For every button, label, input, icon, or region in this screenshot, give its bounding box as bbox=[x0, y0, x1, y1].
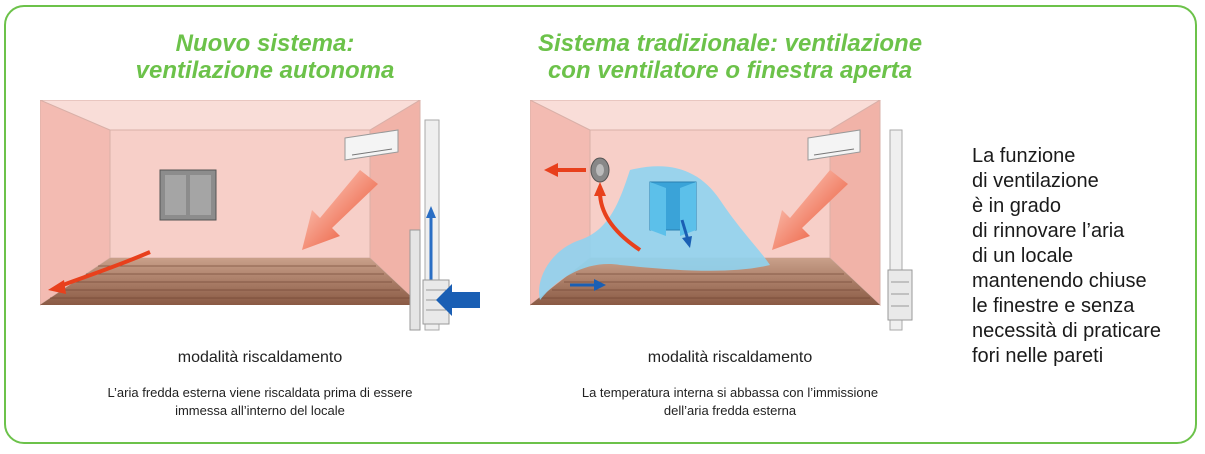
exhaust-arrow bbox=[59, 250, 151, 288]
cold-air-inlet-arrow bbox=[436, 284, 480, 316]
caption-line: La temperatura interna si abbassa con l’… bbox=[581, 385, 879, 400]
description-line: mantenendo chiuse bbox=[972, 270, 1147, 292]
window bbox=[159, 169, 217, 221]
caption-line: dell’aria fredda esterna bbox=[663, 403, 797, 418]
outdoor-duct bbox=[409, 229, 421, 331]
description-line: di ventilazione bbox=[972, 170, 1099, 192]
title-line: con ventilatore o finestra aperta bbox=[547, 57, 913, 84]
description-line: le finestre e senza bbox=[972, 295, 1135, 317]
description-line: di rinnovare l’aria bbox=[972, 220, 1125, 242]
right-caption: La temperatura interna si abbassa con l’… bbox=[520, 384, 940, 420]
description-line: di un locale bbox=[972, 245, 1074, 267]
warm-air-arrow bbox=[302, 170, 378, 250]
description-line: fori nelle pareti bbox=[972, 345, 1104, 367]
caption-line: immessa all’interno del locale bbox=[175, 403, 345, 418]
caption-line: L’aria fredda esterna viene riscaldata p… bbox=[107, 385, 413, 400]
exhaust-fan bbox=[590, 157, 610, 183]
traditional-system-title: Sistema tradizionale: ventilazione con v… bbox=[480, 30, 980, 84]
traditional-system-room-illustration bbox=[530, 100, 913, 331]
new-system-title: Nuovo sistema: ventilazione autonoma bbox=[60, 30, 470, 84]
cold-air-cloud bbox=[539, 166, 770, 300]
title-line: ventilazione autonoma bbox=[135, 57, 395, 84]
description-line: è in grado bbox=[972, 195, 1061, 217]
air-conditioner-unit bbox=[344, 129, 399, 161]
left-caption: L’aria fredda esterna viene riscaldata p… bbox=[50, 384, 470, 420]
title-line: Sistema tradizionale: ventilazione bbox=[537, 30, 923, 57]
title-line: Nuovo sistema: bbox=[175, 30, 355, 57]
ventilation-description: La funzione di ventilazione è in grado d… bbox=[972, 144, 1202, 369]
ceiling bbox=[40, 100, 421, 131]
description-line: necessità di praticare bbox=[972, 320, 1161, 342]
description-line: La funzione bbox=[972, 145, 1076, 167]
left-mode-label: modalità riscaldamento bbox=[177, 349, 343, 366]
right-mode-label: modalità riscaldamento bbox=[647, 349, 813, 366]
open-window bbox=[649, 181, 697, 236]
new-system-room-illustration bbox=[40, 100, 480, 331]
